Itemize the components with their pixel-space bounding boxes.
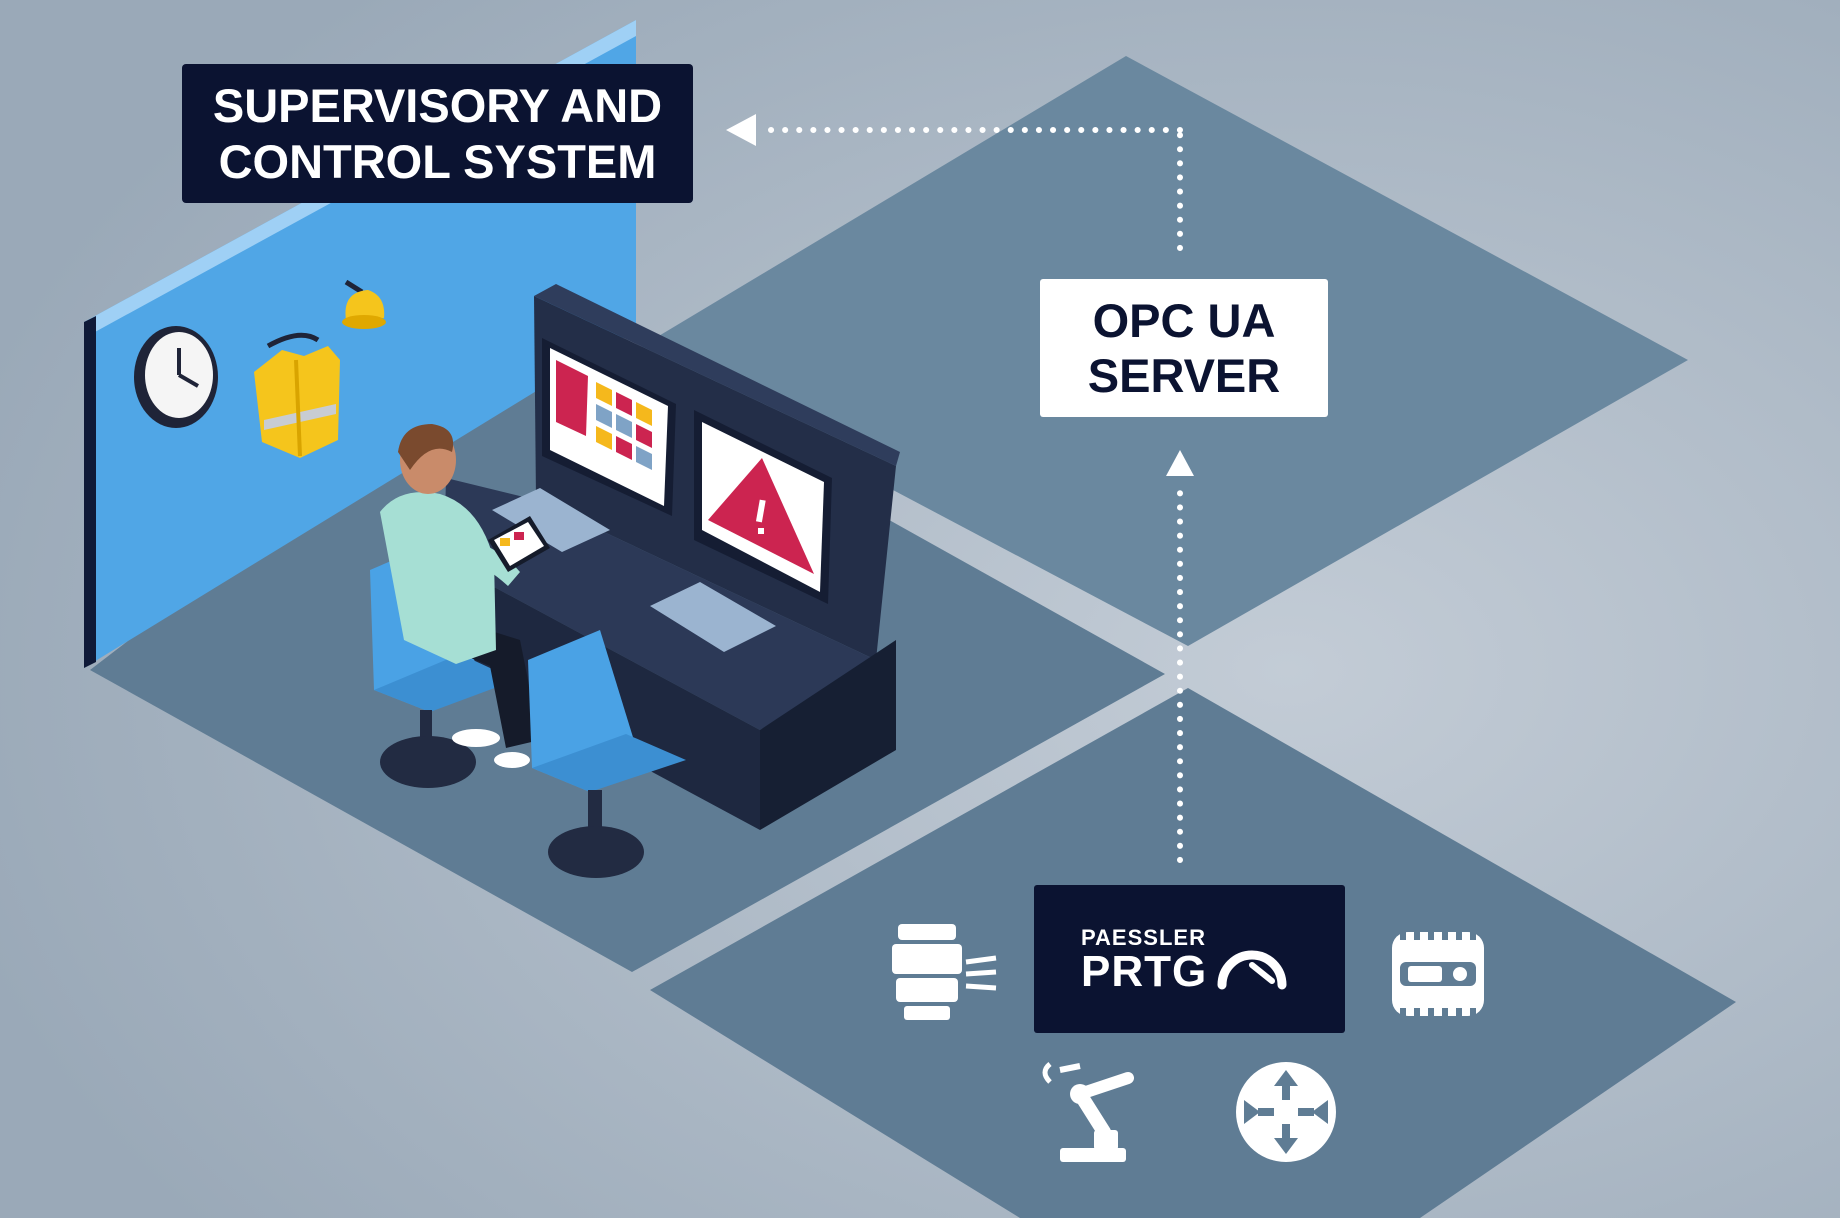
supervisory-control-system-label: SUPERVISORY AND CONTROL SYSTEM — [182, 64, 693, 203]
hard-hat-icon — [342, 279, 386, 329]
printer-icon — [892, 924, 997, 1020]
opc-label-line2: SERVER — [1087, 349, 1281, 402]
prtg-brand-text: PAESSLER PRTG — [1081, 927, 1207, 995]
clock-icon — [134, 326, 218, 428]
prtg-brand-big: PRTG — [1081, 947, 1208, 996]
wall-side-edge — [84, 316, 96, 668]
keypad-right — [650, 582, 776, 652]
prtg-brand-small: PAESSLER — [1081, 925, 1206, 950]
operator-person — [380, 424, 550, 768]
chair-empty — [528, 630, 686, 878]
arrow-opc-to-supervisory — [726, 114, 1183, 251]
opc-ua-server-label: OPC UA SERVER — [1040, 279, 1328, 417]
safety-vest-icon — [254, 332, 340, 458]
dashboard-screen — [542, 338, 676, 516]
arrow-prtg-to-opc — [1166, 450, 1194, 863]
supervisory-label-line2: CONTROL SYSTEM — [218, 134, 657, 188]
gauge-icon — [1217, 950, 1287, 990]
warning-triangle-icon — [708, 458, 814, 574]
supervisory-label-line1: SUPERVISORY AND — [212, 79, 663, 133]
router-icon — [1236, 1062, 1336, 1162]
alert-screen — [694, 410, 832, 604]
opc-label-line1: OPC UA — [1092, 293, 1276, 347]
keypad-left — [492, 488, 610, 552]
robot-arm-icon — [1042, 1062, 1134, 1162]
paessler-prtg-logo-box: PAESSLER PRTG — [1034, 885, 1345, 1033]
plc-device-icon — [1392, 930, 1484, 1018]
